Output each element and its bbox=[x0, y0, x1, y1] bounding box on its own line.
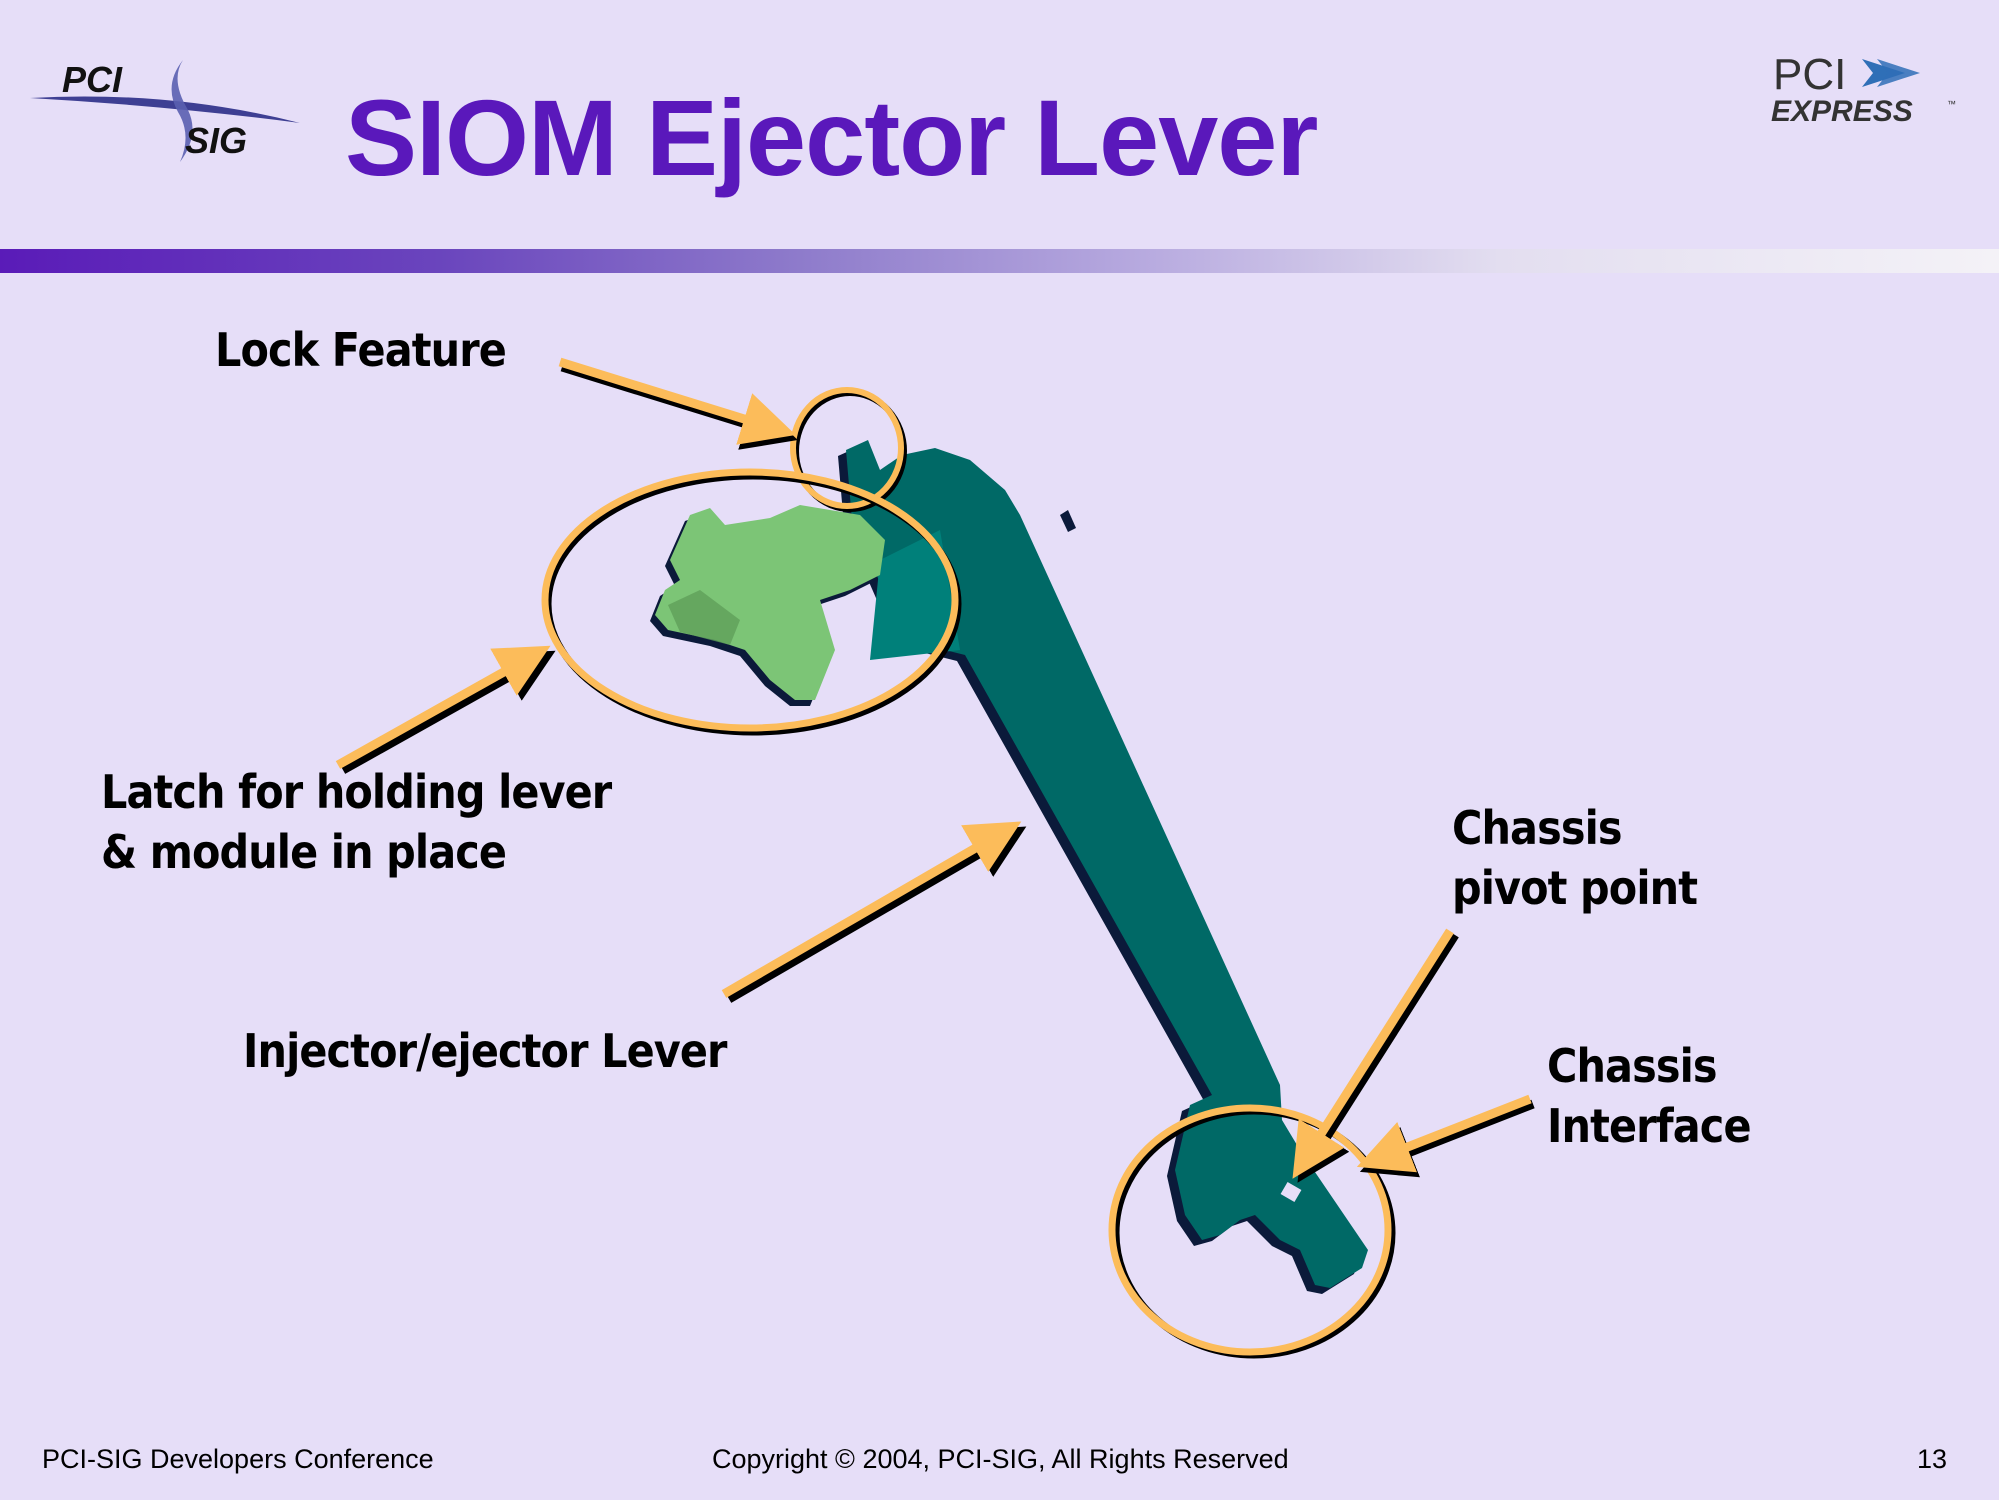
lever-label: Injector/ejector Lever bbox=[243, 1021, 727, 1081]
title-gradient-bar bbox=[0, 249, 1999, 273]
lock-feature-label: Lock Feature bbox=[215, 320, 507, 380]
lever-body bbox=[846, 440, 1368, 1288]
pci-sig-logo: PCI SIG bbox=[20, 40, 320, 180]
label-line: Latch for holding lever bbox=[101, 765, 612, 819]
logo-sig-text: SIG bbox=[185, 120, 247, 161]
interface-arrow bbox=[1356, 1094, 1535, 1178]
label-line: Chassis bbox=[1452, 801, 1623, 855]
lever-arm bbox=[870, 530, 960, 660]
pivot-hole bbox=[1280, 1181, 1302, 1203]
pivot-arrow bbox=[1292, 928, 1459, 1183]
pci-express-logo: PCI EXPRESS ™ bbox=[1765, 45, 1965, 135]
footer-conference: PCI-SIG Developers Conference bbox=[42, 1444, 434, 1474]
lever-arrow bbox=[721, 821, 1027, 1003]
logo-swirl-icon bbox=[171, 60, 193, 162]
label-line: Lock Feature bbox=[215, 323, 507, 377]
ejector-lever bbox=[838, 440, 1368, 1294]
lock-feature-arrow bbox=[558, 357, 798, 450]
pivot-label: Chassis pivot point bbox=[1452, 798, 1698, 918]
label-line: pivot point bbox=[1452, 861, 1698, 915]
label-line: Chassis bbox=[1547, 1039, 1718, 1093]
logo-swoosh-icon bbox=[30, 96, 300, 123]
slide-title: SIOM Ejector Lever bbox=[345, 77, 1318, 198]
label-line: & module in place bbox=[101, 825, 507, 879]
logo-express-text: EXPRESS bbox=[1771, 95, 1913, 128]
latch-arrow bbox=[335, 645, 556, 774]
latch bbox=[650, 505, 885, 706]
interface-label: Chassis Interface bbox=[1547, 1036, 1752, 1156]
label-line: Injector/ejector Lever bbox=[243, 1024, 727, 1078]
lever-fragment bbox=[1060, 510, 1076, 532]
logo-chevron-icon bbox=[1862, 59, 1920, 87]
latch-ellipse bbox=[541, 468, 962, 736]
page-number: 13 bbox=[1917, 1444, 1948, 1474]
label-line: Interface bbox=[1547, 1099, 1752, 1153]
chassis-interface-circle bbox=[1108, 1104, 1396, 1359]
logo-pci-text: PCI bbox=[1773, 50, 1846, 99]
latch-label: Latch for holding lever & module in plac… bbox=[101, 762, 612, 882]
logo-pci-text: PCI bbox=[62, 59, 123, 100]
footer-copyright: Copyright © 2004, PCI-SIG, All Rights Re… bbox=[712, 1444, 1289, 1474]
trademark-mark: ™ bbox=[1947, 99, 1956, 109]
